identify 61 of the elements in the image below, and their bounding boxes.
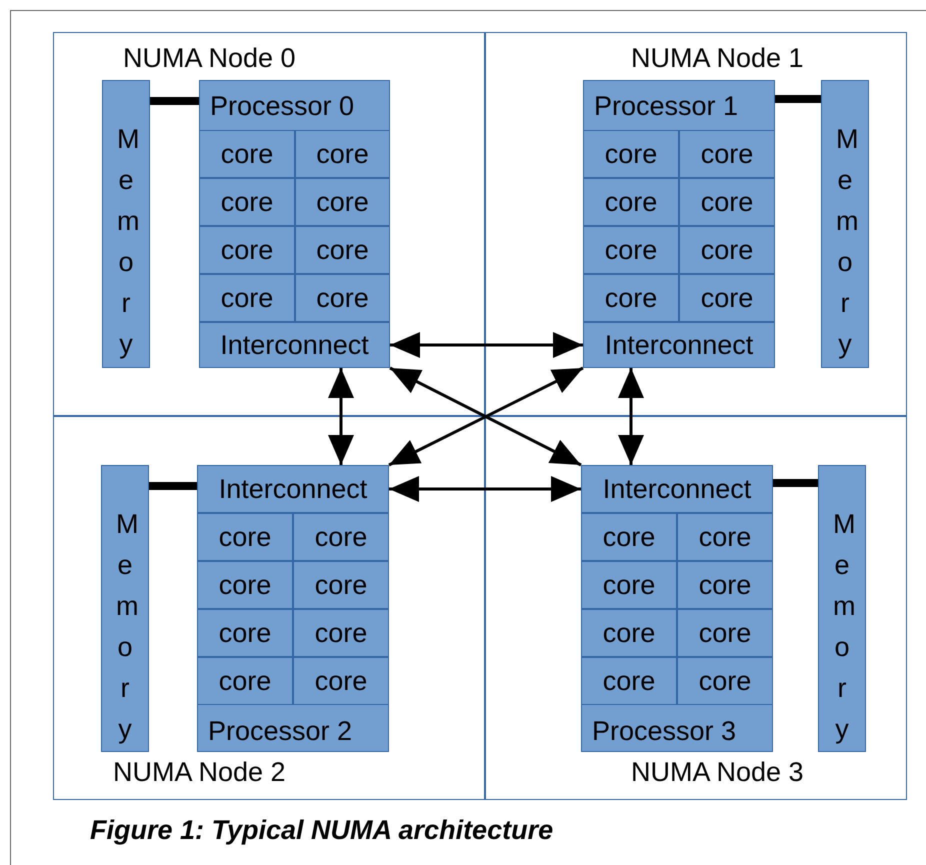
core-unit: core — [199, 178, 295, 226]
memory-module — [818, 465, 866, 752]
connector-line — [150, 97, 199, 105]
core-unit: core — [295, 178, 390, 226]
core-unit: core — [583, 130, 679, 178]
panel-title: NUMA Node 3 — [631, 759, 804, 786]
core-unit: core — [295, 130, 390, 178]
numa-node-panel — [485, 32, 907, 416]
core-unit: core — [295, 274, 390, 322]
core-unit: core — [581, 657, 677, 705]
processor-block — [199, 80, 390, 368]
connector-line — [149, 482, 197, 490]
core-unit: core — [199, 274, 295, 322]
connector-line — [773, 479, 818, 487]
core-unit: core — [197, 657, 293, 705]
numa-node-panel — [485, 416, 907, 800]
core-unit: core — [293, 657, 389, 705]
processor-label: Processor 1 — [594, 93, 738, 120]
processor-block — [581, 465, 773, 752]
core-unit: core — [677, 561, 773, 609]
panel-title: NUMA Node 0 — [123, 45, 296, 72]
figure-caption: Figure 1: Typical NUMA architecture — [90, 815, 554, 846]
processor-block — [583, 80, 775, 368]
memory-module — [821, 80, 869, 368]
panel-title: NUMA Node 1 — [631, 45, 804, 72]
processor-label: Processor 2 — [208, 718, 352, 745]
core-unit: core — [197, 513, 293, 561]
double-arrow — [389, 476, 581, 502]
memory-module — [102, 80, 150, 368]
core-unit: core — [677, 609, 773, 657]
processor-label: Processor 3 — [592, 718, 736, 745]
processor-label: Processor 0 — [210, 93, 354, 120]
core-unit: core — [197, 609, 293, 657]
double-arrow — [618, 368, 644, 465]
double-arrow — [390, 332, 583, 358]
numa-node-panel — [53, 416, 485, 800]
double-arrow — [328, 368, 354, 465]
core-unit: core — [197, 561, 293, 609]
core-unit: core — [679, 130, 775, 178]
core-unit: core — [583, 274, 679, 322]
core-unit: core — [581, 561, 677, 609]
core-unit: core — [581, 513, 677, 561]
core-unit: core — [679, 226, 775, 274]
core-unit: core — [199, 130, 295, 178]
core-unit: core — [199, 226, 295, 274]
core-unit: core — [583, 226, 679, 274]
core-unit: core — [677, 513, 773, 561]
panel-title: NUMA Node 2 — [113, 759, 286, 786]
connector-line — [775, 95, 821, 103]
core-unit: core — [677, 657, 773, 705]
core-unit: core — [581, 609, 677, 657]
numa-node-panel — [53, 32, 485, 416]
core-unit: core — [679, 178, 775, 226]
memory-module — [101, 465, 149, 752]
core-unit: core — [583, 178, 679, 226]
core-unit: core — [679, 274, 775, 322]
core-unit: core — [293, 513, 389, 561]
core-unit: core — [293, 609, 389, 657]
core-unit: core — [295, 226, 390, 274]
processor-block — [197, 465, 389, 752]
core-unit: core — [293, 561, 389, 609]
